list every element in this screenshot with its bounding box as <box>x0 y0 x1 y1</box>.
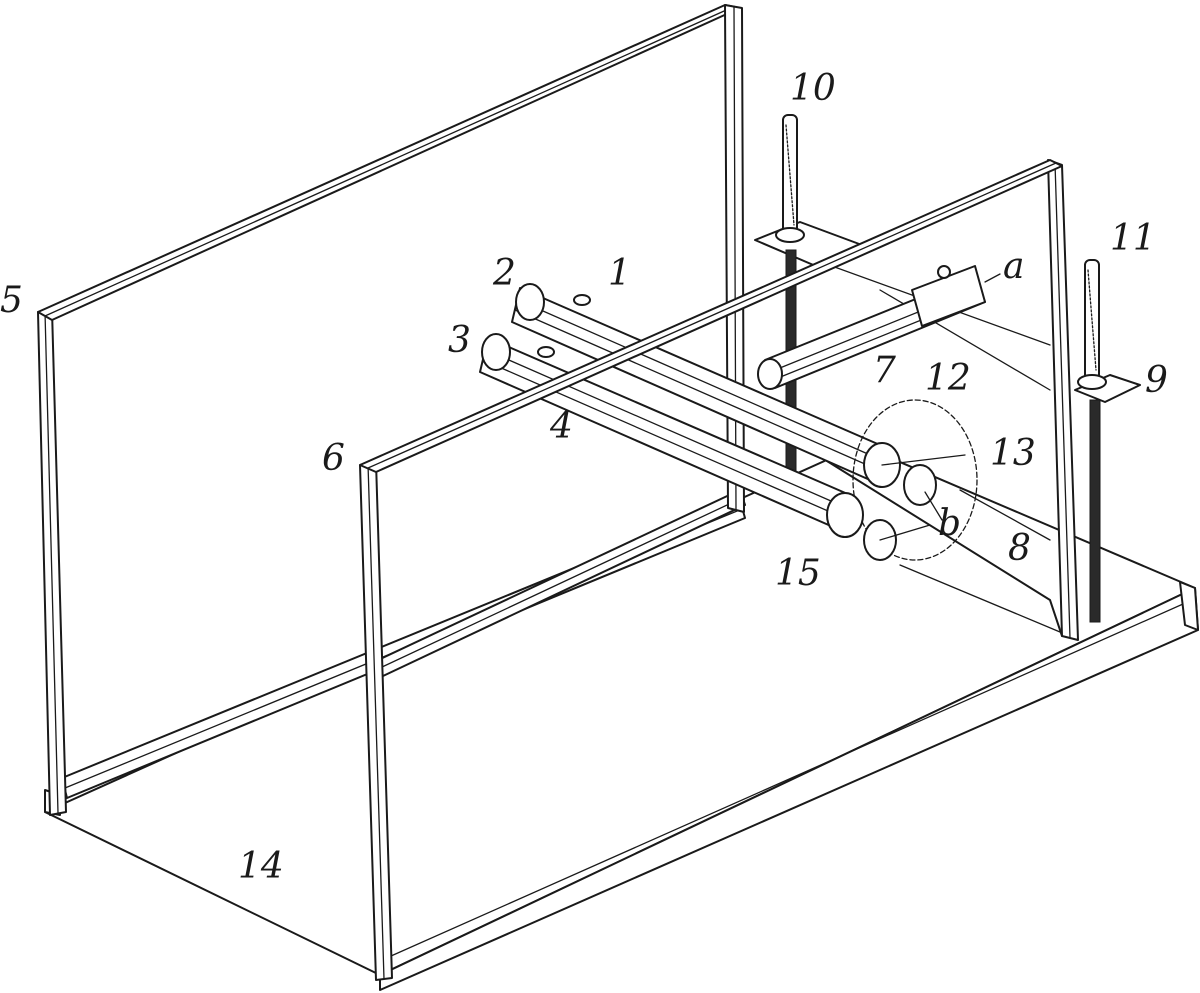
callout-6: 6 <box>322 438 345 479</box>
callout-8: 8 <box>1008 528 1031 569</box>
roller-7 <box>757 265 986 390</box>
callout-11: 11 <box>1110 218 1156 259</box>
callout-labels: 1 2 3 4 5 6 7 8 9 10 11 12 13 14 15 a b <box>0 68 1168 887</box>
threaded-rod-11 <box>1077 259 1107 623</box>
roller-3 <box>479 333 851 531</box>
callout-5: 5 <box>0 280 23 321</box>
callout-4: 4 <box>549 406 573 447</box>
callout-14: 14 <box>238 846 284 887</box>
pulley-lower <box>826 492 931 561</box>
callout-1: 1 <box>608 253 631 294</box>
leader-lines <box>924 273 1001 521</box>
callout-3: 3 <box>448 320 471 361</box>
front-frame <box>359 159 1063 981</box>
callout-12: 12 <box>925 358 971 399</box>
callout-b: b <box>938 503 961 544</box>
callout-15: 15 <box>775 553 821 594</box>
gear-disc-12 <box>852 399 978 561</box>
callout-a: a <box>1003 246 1024 287</box>
base-tray <box>44 444 1199 991</box>
callout-10: 10 <box>790 68 836 109</box>
callout-7: 7 <box>873 350 896 391</box>
callout-2: 2 <box>492 253 516 294</box>
base-rails <box>61 489 746 799</box>
callout-13: 13 <box>990 433 1036 474</box>
pulley-upper <box>863 442 966 506</box>
back-frame <box>37 4 745 816</box>
callout-9: 9 <box>1145 360 1168 401</box>
